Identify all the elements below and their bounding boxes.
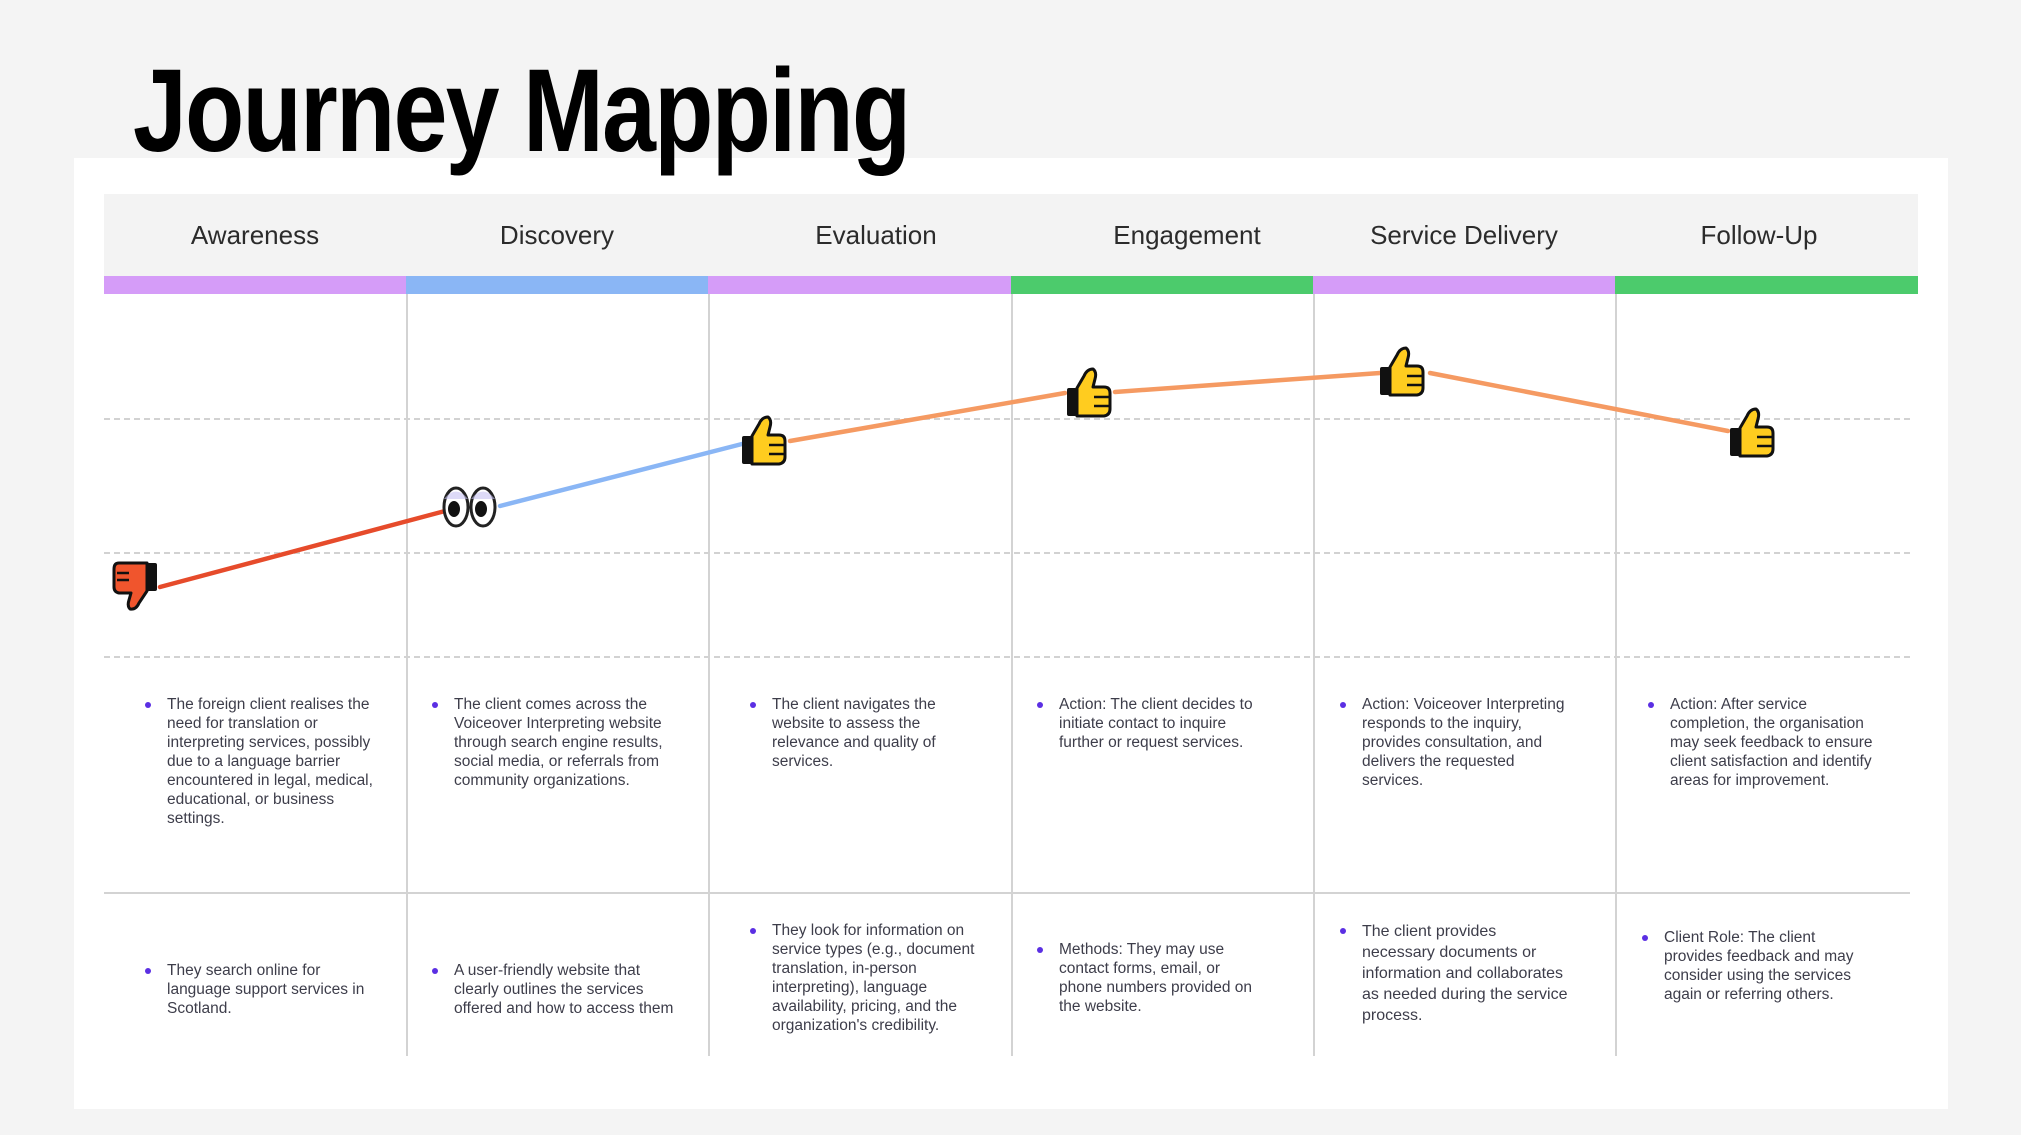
emotion-gridline <box>104 552 1910 554</box>
stage-label-awareness: Awareness <box>190 220 320 250</box>
thumbs-up-icon <box>1730 407 1775 458</box>
stage-bar-discovery <box>406 276 708 294</box>
curve-segment <box>497 441 745 509</box>
stage-label-follow-up: Follow-Up <box>1700 220 1818 250</box>
stage-bar-engagement <box>1011 276 1313 294</box>
engagement-description: Action: The client decides to initiate c… <box>1037 695 1269 752</box>
column-divider <box>708 294 710 1056</box>
awareness-detail: They search online for language support … <box>145 961 377 1018</box>
service-delivery-description: Action: Voiceover Interpreting responds … <box>1340 695 1572 790</box>
thumbs-up-icon <box>1380 346 1425 397</box>
awareness-description: The foreign client realises the need for… <box>145 695 377 828</box>
service-delivery-detail: The client provides necessary documents … <box>1340 921 1572 1026</box>
column-divider <box>1313 294 1315 1056</box>
stage-bar-awareness <box>104 276 406 294</box>
engagement-detail: Methods: They may use contact forms, ema… <box>1037 940 1259 1016</box>
curve-segment <box>787 390 1068 444</box>
curve-segment <box>157 508 448 590</box>
evaluation-detail: They look for information on service typ… <box>750 921 982 1035</box>
row-separator <box>104 892 1910 894</box>
emotion-gridline <box>104 656 1910 658</box>
stage-label-engagement: Engagement <box>1113 220 1261 250</box>
follow-up-description: Action: After service completion, the or… <box>1648 695 1880 790</box>
stage-bar-service-delivery <box>1313 276 1615 294</box>
stage-label-service-delivery: Service Delivery <box>1370 220 1558 250</box>
page-title: Journey Mapping <box>133 45 911 177</box>
curve-segment <box>1112 370 1383 395</box>
discovery-description: The client comes across the Voiceover In… <box>432 696 663 789</box>
evaluation-description: The client navigates the website to asse… <box>750 695 972 771</box>
column-divider <box>1011 294 1013 1056</box>
thumbs-up-icon <box>1067 367 1112 418</box>
eyes-icon <box>442 486 497 528</box>
thumbs-down-icon <box>112 561 157 611</box>
stage-bar-evaluation <box>708 276 1011 294</box>
stage-header-band <box>104 194 1918 276</box>
column-divider <box>1615 294 1617 1056</box>
curve-segment <box>1427 370 1731 434</box>
follow-up-detail: Client Role: The client provides feedbac… <box>1642 928 1874 1004</box>
stage-label-discovery: Discovery <box>499 220 615 250</box>
stage-label-evaluation: Evaluation <box>815 220 937 250</box>
column-divider <box>406 294 408 1056</box>
stage-bar-follow-up <box>1615 276 1918 294</box>
discovery-detail: A user-friendly website that clearly out… <box>432 962 674 1017</box>
thumbs-up-icon <box>742 415 787 466</box>
emotion-gridline <box>104 418 1910 420</box>
